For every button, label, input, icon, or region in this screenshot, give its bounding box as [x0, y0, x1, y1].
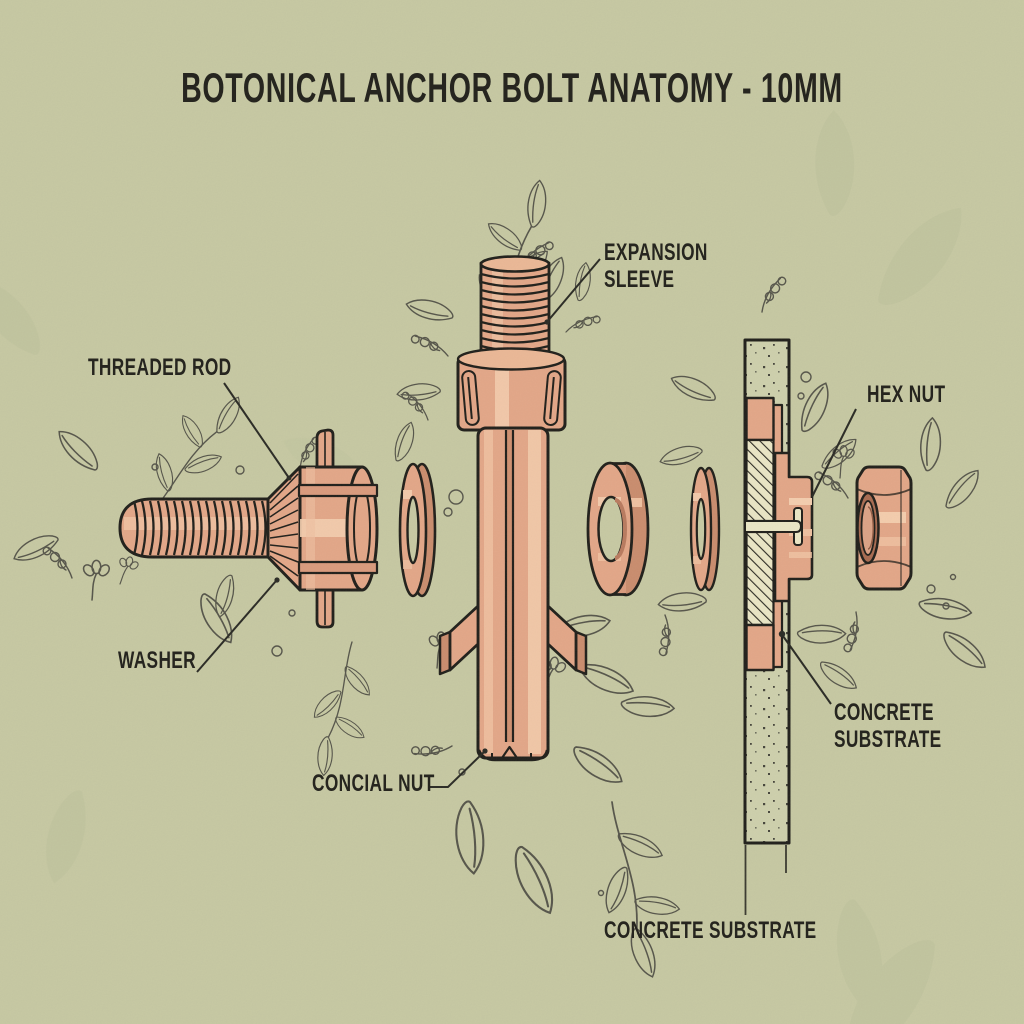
label-concrete-substrate-side: CONCRETE SUBSTRATE [834, 699, 942, 753]
label-expansion-sleeve: EXPANSION SLEEVE [604, 239, 708, 293]
label-hex-nut: HEX NUT [867, 381, 946, 408]
label-conical-nut: CONCIAL NUT [312, 770, 435, 797]
label-concrete-substrate-bottom: CONCRETE SUBSTRATE [604, 917, 817, 944]
page-title: BOTONICAL ANCHOR BOLT ANATOMY - 10MM [181, 64, 843, 111]
label-threaded-rod: THREADED ROD [88, 354, 232, 381]
label-washer: WASHER [118, 647, 197, 674]
